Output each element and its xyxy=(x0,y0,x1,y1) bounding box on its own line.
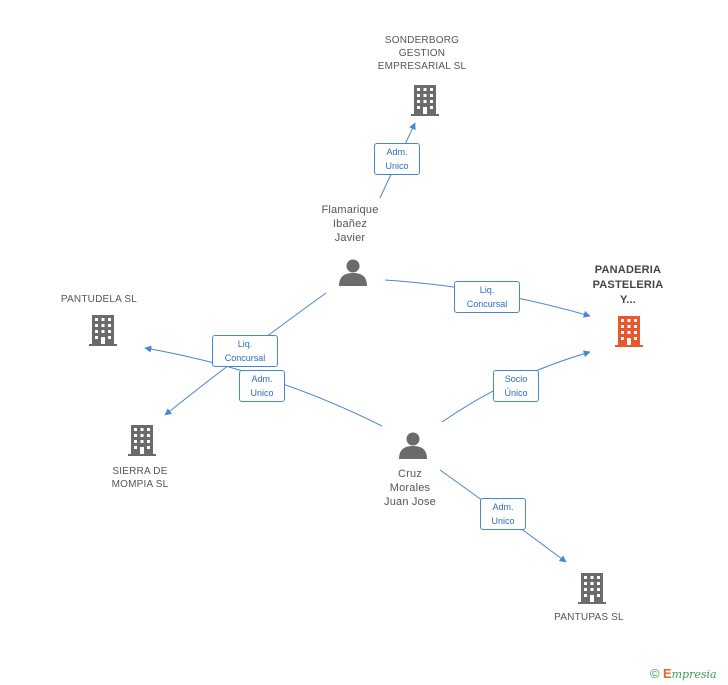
footer-brand[interactable]: © Empresia xyxy=(650,666,717,681)
edge-label-cruz-panaderia: Socio Único xyxy=(493,370,539,402)
edge-label-line: Adm. xyxy=(386,147,408,157)
copyright-icon: © xyxy=(650,666,660,681)
node-label-panaderia[interactable]: PANADERIA PASTELERIA Y... xyxy=(592,264,664,306)
edge-label-flamarique-sierra: Liq. Concursal xyxy=(212,335,278,367)
building-icon-pantupas[interactable] xyxy=(578,573,606,604)
building-icon-pantudela[interactable] xyxy=(89,315,117,346)
edge-label-line: Único xyxy=(504,388,528,398)
edge-label-line: Concursal xyxy=(466,299,508,309)
edge-label-line: Unico xyxy=(491,516,515,526)
building-icon-sierra[interactable] xyxy=(128,425,156,456)
node-label-cruz[interactable]: Cruz Morales Juan Jose xyxy=(384,468,436,508)
node-label-flamarique[interactable]: Flamarique Ibañez Javier xyxy=(321,204,379,244)
edge-label-line: Unico xyxy=(385,161,409,171)
building-icon-sonderborg[interactable] xyxy=(411,85,439,116)
edge-label-line: Adm. xyxy=(492,502,514,512)
brand-logo-initial: E xyxy=(662,666,672,681)
edge-label-flamarique-sonderborg: Adm. Unico xyxy=(374,143,420,175)
node-label-pantudela[interactable]: PANTUDELA SL xyxy=(60,294,138,305)
edge-label-line: Liq. xyxy=(237,339,253,349)
node-label-sierra[interactable]: SIERRA DE MOMPIA SL xyxy=(111,466,169,490)
brand-logo-text: mpresia xyxy=(671,668,717,681)
edge-label-line: Unico xyxy=(250,388,274,398)
person-icon-cruz[interactable] xyxy=(399,432,427,460)
building-icon-panaderia[interactable] xyxy=(615,316,643,347)
edge-label-line: Socio xyxy=(504,374,528,384)
edge-label-cruz-pantupas: Adm. Unico xyxy=(480,498,526,530)
node-label-pantupas[interactable]: PANTUPAS SL xyxy=(554,612,624,623)
edge-label-line: Liq. xyxy=(479,285,495,295)
edge-label-line: Concursal xyxy=(224,353,266,363)
node-label-sonderborg[interactable]: SONDERBORG GESTION EMPRESARIAL SL xyxy=(377,35,467,72)
edge-label-flamarique-panaderia: Liq. Concursal xyxy=(454,281,520,313)
edge-label-line: Adm. xyxy=(251,374,273,384)
person-icon-flamarique[interactable] xyxy=(339,259,367,287)
edge-label-cruz-pantudela: Adm. Unico xyxy=(239,370,285,402)
